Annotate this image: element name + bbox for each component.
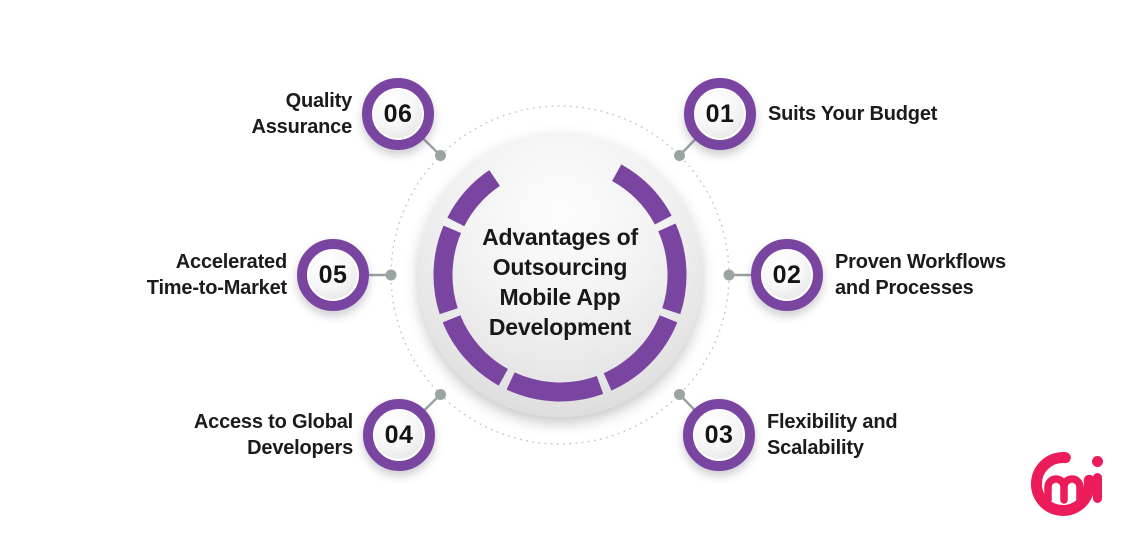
badge-03: 03 [683, 399, 755, 471]
item-label-quality-assurance: Quality Assurance [251, 88, 353, 140]
connector-dot [674, 389, 685, 400]
ring-segment [658, 223, 687, 315]
ring-segment [442, 314, 509, 386]
label-line: Accelerated [175, 251, 287, 273]
connector-dot [435, 389, 446, 400]
ring-segment [611, 164, 672, 225]
label-line: Flexibility and [767, 411, 898, 433]
ring-segment [603, 314, 678, 391]
label-line: Assurance [251, 116, 353, 138]
logo-m-shape [1044, 475, 1084, 504]
label-line: Access to Global [193, 411, 353, 433]
segmented-ring [433, 164, 687, 402]
logo-c-shape [1031, 452, 1095, 516]
badge-02: 02 [751, 239, 823, 311]
badge-04: 04 [363, 399, 435, 471]
label-line: Developers [247, 437, 353, 459]
ring-segment [506, 372, 604, 402]
badge-number: 04 [384, 420, 414, 449]
badge-number: 03 [704, 420, 734, 449]
item-label-access-to-global-developers: Access to Global Developers [194, 409, 353, 461]
badge-number: 01 [705, 99, 735, 128]
logo-i-dot [1092, 456, 1103, 467]
item-label-proven-workflows: Proven Workflows and Processes [835, 249, 1006, 301]
label-line: Proven Workflows [835, 251, 1006, 273]
label-line: Suits Your Budget [768, 103, 938, 125]
connector-dot [723, 269, 735, 281]
badge-06: 06 [362, 78, 434, 150]
ring-segment [433, 225, 462, 315]
badge-number: 05 [318, 260, 348, 289]
badge-01: 01 [684, 78, 756, 150]
title-line: Mobile App [499, 284, 621, 310]
title-line: Advantages of [482, 224, 638, 250]
title-line: Development [488, 314, 632, 340]
label-line: and Processes [835, 277, 974, 299]
connector-dot [435, 150, 446, 161]
badge-05: 05 [297, 239, 369, 311]
cmi-logo [1031, 452, 1103, 516]
connector-dot [674, 150, 685, 161]
badge-number: 06 [383, 99, 413, 128]
item-label-accelerated-time-to-market: Accelerated Time-to-Market [147, 249, 287, 301]
label-line: Scalability [767, 437, 864, 459]
ring-segment [447, 170, 501, 227]
title-line: Outsourcing [492, 254, 628, 280]
badge-number: 02 [772, 260, 802, 289]
diagram-title: Advantages of Outsourcing Mobile App Dev… [440, 222, 680, 342]
item-label-flexibility-scalability: Flexibility and Scalability [767, 409, 898, 461]
connector-dot [385, 269, 397, 281]
connector-dots [385, 150, 735, 400]
label-line: Quality [285, 90, 353, 112]
central-circle [418, 133, 702, 417]
item-label-suits-your-budget: Suits Your Budget [768, 101, 937, 127]
label-line: Time-to-Market [146, 277, 287, 299]
